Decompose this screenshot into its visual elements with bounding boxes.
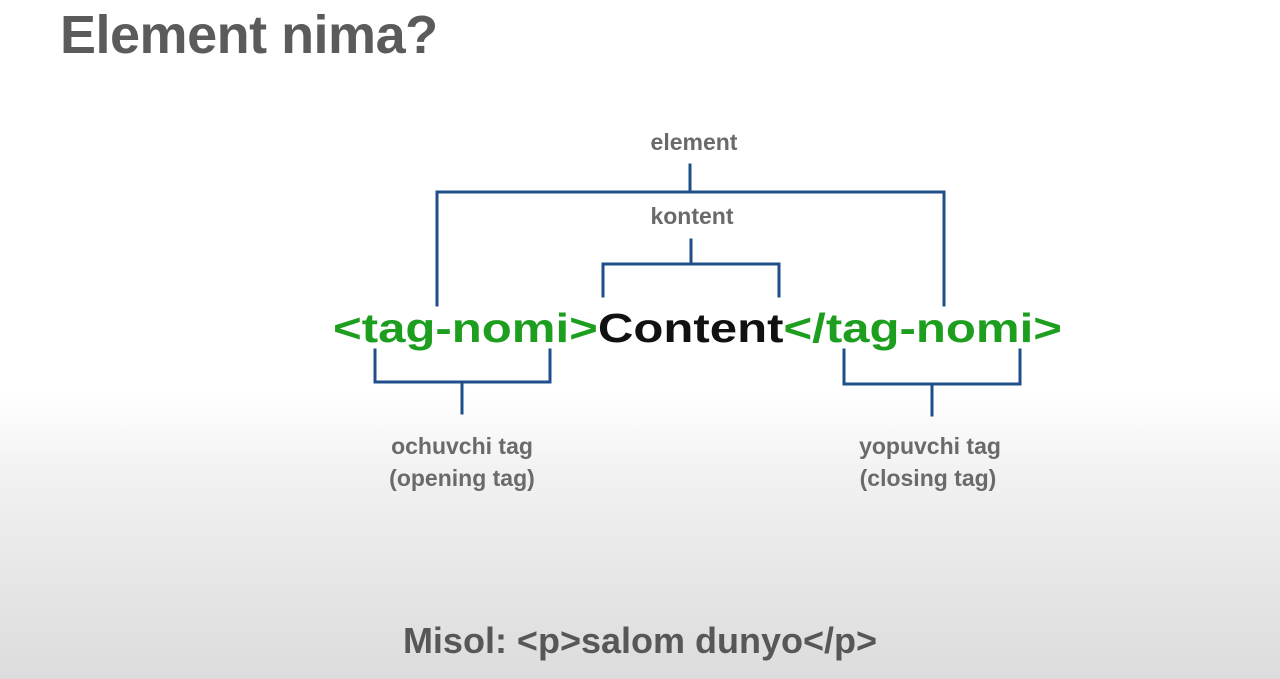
element-bracket [435,163,946,307]
opening-tag-text: <tag-nomi> [333,305,598,351]
opening-tag-bracket [373,348,552,415]
content-text: Content [598,305,784,351]
closing-tag-bracket [842,348,1022,417]
closing-tag-caption-line2: (closing tag) [860,465,997,491]
content-bracket [601,238,781,298]
code-line: <tag-nomi>Content</tag-nomi> [333,305,1062,351]
closing-tag-text: </tag-nomi> [783,305,1062,351]
example-text: Misol: <p>salom dunyo</p> [402,620,878,661]
opening-tag-caption-line2: (opening tag) [389,465,535,491]
slide-title: Element nima? [60,5,438,65]
closing-tag-caption-line1: yopuvchi tag [859,433,1001,459]
content-label: kontent [650,203,733,229]
element-label: element [651,129,738,155]
opening-tag-caption-line1: ochuvchi tag [391,433,533,459]
